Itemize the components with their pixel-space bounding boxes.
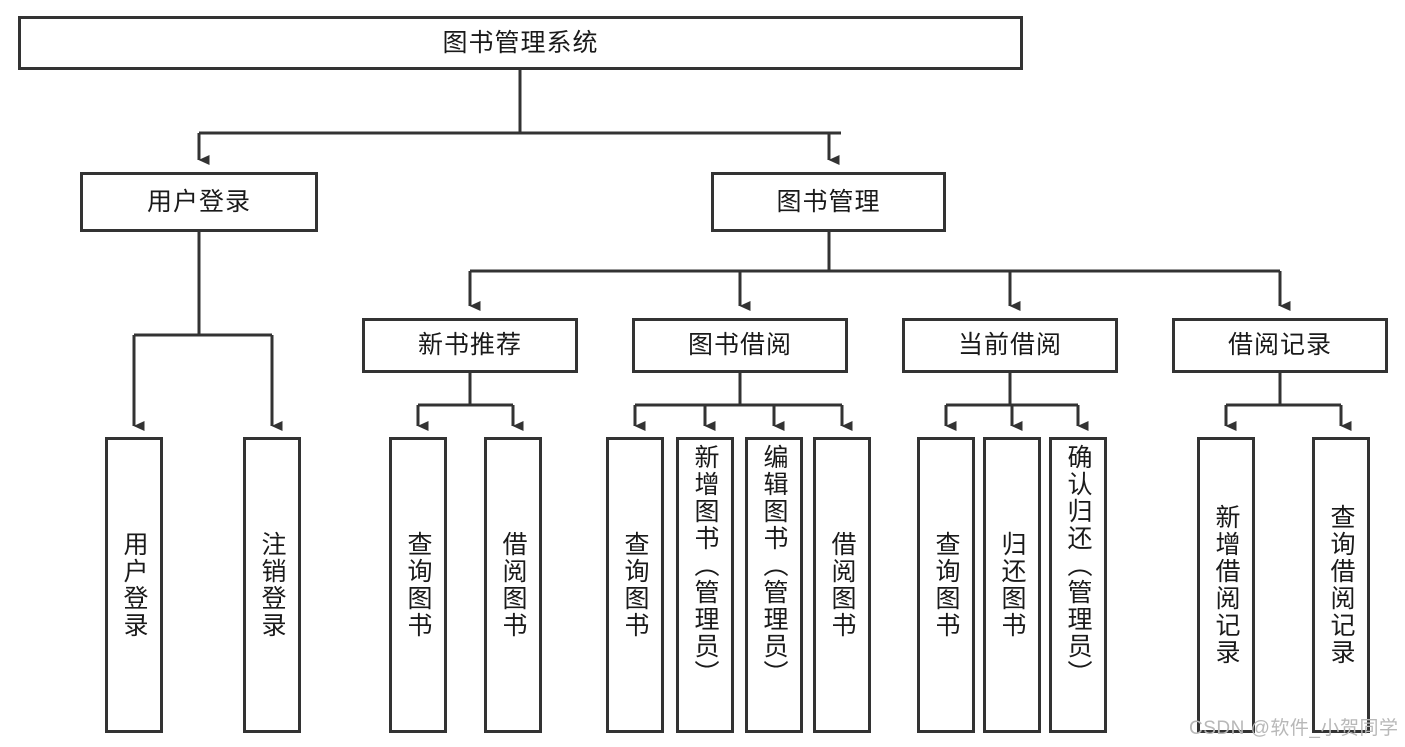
connector-borrowrecord-to-leaves (1224, 373, 1352, 431)
leaf-user-login-action[interactable]: 用户登录 (105, 437, 163, 733)
csdn-watermark: CSDN @软件_小贺同学 (1189, 718, 1399, 739)
connector-currentborrow-to-leaves (944, 373, 1089, 431)
node-user-login[interactable]: 用户登录 (80, 172, 318, 232)
node-book-management[interactable]: 图书管理 (711, 172, 946, 232)
leaf-br-add-record[interactable]: 新增借阅记录 (1197, 437, 1255, 733)
node-user-login-label: 用户登录 (146, 187, 251, 216)
leaf-nb-borrow-book-label: 借阅图书 (499, 531, 527, 639)
leaf-bb-edit-book-label: 编辑图书（管理员） (760, 444, 788, 687)
leaf-bb-borrow-book[interactable]: 借阅图书 (813, 437, 871, 733)
connector-bookborrow-to-leaves (633, 373, 853, 431)
leaf-cb-return-book-label: 归还图书 (998, 531, 1026, 639)
leaf-bb-query-book[interactable]: 查询图书 (606, 437, 664, 733)
connector-userlogin-to-leaves (132, 232, 283, 431)
leaf-bb-query-book-label: 查询图书 (621, 531, 649, 639)
node-current-borrow[interactable]: 当前借阅 (902, 318, 1118, 373)
leaf-cb-confirm-return-label: 确认归还（管理员） (1064, 444, 1092, 687)
leaf-br-query-record[interactable]: 查询借阅记录 (1312, 437, 1370, 733)
node-new-book-recommend-label: 新书推荐 (417, 331, 522, 360)
node-book-borrow[interactable]: 图书借阅 (632, 318, 848, 373)
node-root-label: 图书管理系统 (442, 28, 599, 57)
leaf-user-logout-action[interactable]: 注销登录 (243, 437, 301, 733)
leaf-cb-query-book-label: 查询图书 (932, 531, 960, 639)
leaf-user-logout-action-label: 注销登录 (258, 531, 286, 639)
connector-root-to-level1 (197, 70, 841, 165)
leaf-bb-edit-book[interactable]: 编辑图书（管理员） (745, 437, 803, 733)
leaf-cb-confirm-return[interactable]: 确认归还（管理员） (1049, 437, 1107, 733)
leaf-bb-borrow-book-label: 借阅图书 (828, 531, 856, 639)
node-borrow-record-label: 借阅记录 (1227, 331, 1332, 360)
node-book-borrow-label: 图书借阅 (687, 331, 792, 360)
connector-bookmgmt-to-level2 (468, 232, 1291, 311)
leaf-nb-borrow-book[interactable]: 借阅图书 (484, 437, 542, 733)
node-new-book-recommend[interactable]: 新书推荐 (362, 318, 578, 373)
leaf-cb-query-book[interactable]: 查询图书 (917, 437, 975, 733)
leaf-bb-add-book[interactable]: 新增图书（管理员） (676, 437, 734, 733)
leaf-br-query-record-label: 查询借阅记录 (1327, 504, 1355, 666)
node-borrow-record[interactable]: 借阅记录 (1172, 318, 1388, 373)
node-book-management-label: 图书管理 (776, 187, 881, 216)
leaf-nb-query-book-label: 查询图书 (404, 531, 432, 639)
leaf-nb-query-book[interactable]: 查询图书 (389, 437, 447, 733)
leaf-cb-return-book[interactable]: 归还图书 (983, 437, 1041, 733)
leaf-bb-add-book-label: 新增图书（管理员） (691, 444, 719, 687)
leaf-br-add-record-label: 新增借阅记录 (1212, 504, 1240, 666)
node-current-borrow-label: 当前借阅 (957, 331, 1062, 360)
leaf-user-login-action-label: 用户登录 (120, 531, 148, 639)
connector-newbook-to-leaves (416, 373, 524, 431)
node-root[interactable]: 图书管理系统 (18, 16, 1023, 70)
